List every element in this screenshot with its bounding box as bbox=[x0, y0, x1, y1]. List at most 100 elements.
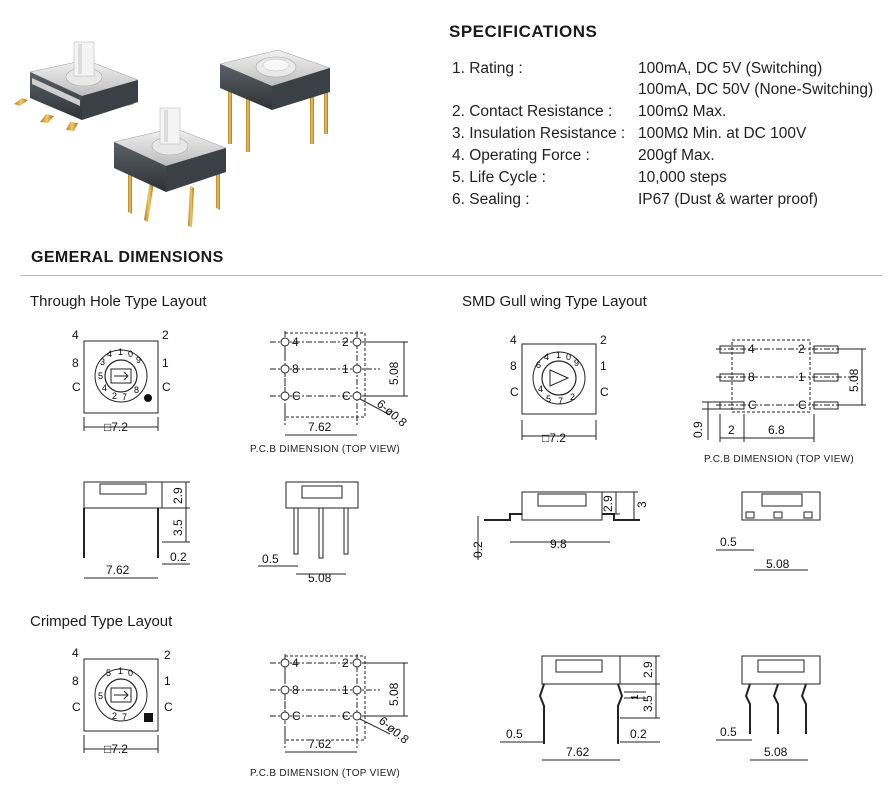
side-pin-span-label: 7.62 bbox=[106, 563, 130, 577]
side-offset-label: 0.2 bbox=[170, 550, 187, 564]
corner-label: 2 bbox=[600, 333, 607, 347]
pin-label: 2 bbox=[798, 342, 805, 356]
pcb-width-label: 7.62 bbox=[308, 420, 332, 434]
side-pin-length-label: 3.5 bbox=[641, 695, 655, 712]
polarity-dot bbox=[144, 394, 152, 402]
end-pitch-label: 5.08 bbox=[764, 745, 788, 759]
corner-label: C bbox=[510, 385, 519, 399]
dial-digit: 2 bbox=[112, 391, 117, 401]
dial-digit: 0 bbox=[128, 349, 133, 359]
spec-value-sealing: IP67 (Dust & warter proof) bbox=[638, 191, 819, 208]
side-crimp-label: 1 bbox=[630, 694, 641, 700]
corner-label: 1 bbox=[600, 359, 607, 373]
pin-label: 2 bbox=[342, 335, 349, 349]
through-hole-side-view: 2.9 3.5 7.62 0.2 bbox=[83, 481, 190, 579]
through-hole-top-view: 4 2 8 1 C C 1 0 9 4 3 5 4 2 7 8 □7.2 bbox=[72, 328, 171, 434]
dial-digit: 4 bbox=[102, 383, 107, 393]
through-hole-title: Through Hole Type Layout bbox=[30, 293, 207, 310]
specifications-title: SPECIFICATIONS bbox=[449, 22, 598, 41]
spec-label-insulation-resistance: 3. Insulation Resistance : bbox=[452, 125, 626, 142]
side-total-height-label: 3 bbox=[635, 501, 649, 508]
pcb-pad-length-label: 2 bbox=[728, 423, 735, 437]
pin-label: C bbox=[292, 389, 301, 403]
corner-label: 2 bbox=[164, 648, 171, 662]
spec-label-operating-force: 4. Operating Force : bbox=[452, 147, 590, 164]
smd-end-view: 0.5 5.08 bbox=[716, 491, 821, 571]
pin-label: 1 bbox=[342, 362, 349, 376]
corner-label: 8 bbox=[72, 356, 79, 370]
spec-value-rating: 100mA, DC 5V (Switching) bbox=[638, 60, 823, 77]
top-size-label: □7.2 bbox=[104, 742, 128, 756]
dial-digit: 4 bbox=[544, 352, 549, 362]
through-hole-pcb-view: 4 2 8 1 C C 5.08 7.62 6-ø0.8 P.C.B DIMEN… bbox=[250, 331, 410, 455]
side-length-label: 9.8 bbox=[550, 537, 567, 551]
section-divider bbox=[20, 275, 882, 276]
pcb-caption: P.C.B DIMENSION (TOP VIEW) bbox=[250, 768, 400, 779]
end-pitch-label: 5.08 bbox=[308, 571, 332, 585]
side-pin-width-label: 0.5 bbox=[506, 727, 523, 741]
dial-digit: 4 bbox=[538, 384, 543, 394]
pcb-height-label: 5.08 bbox=[847, 368, 861, 392]
through-hole-end-view: 0.5 5.08 bbox=[258, 481, 359, 585]
crimped-pcb-view: 4 2 8 1 C C 5.08 7.62 6-ø0.8 P.C.B DIMEN… bbox=[250, 654, 412, 779]
through-hole-switch-photo bbox=[219, 49, 331, 152]
side-body-height-label: 2.9 bbox=[641, 661, 655, 678]
top-size-label: □7.2 bbox=[542, 431, 566, 445]
smd-pcb-view: 4 2 8 1 C C 5.08 0.9 2 6.8 P.C.B DIMENSI… bbox=[691, 339, 866, 465]
spec-label-rating: 1. Rating : bbox=[452, 60, 523, 77]
pin-label: C bbox=[748, 398, 757, 412]
dial-digit: 5 bbox=[98, 371, 103, 381]
pcb-caption: P.C.B DIMENSION (TOP VIEW) bbox=[250, 444, 400, 455]
end-pitch-label: 5.08 bbox=[766, 557, 790, 571]
end-pin-width-label: 0.5 bbox=[720, 535, 737, 549]
corner-label: C bbox=[72, 700, 81, 714]
dial-digit: 1 bbox=[556, 350, 561, 360]
pcb-holes-label: 6-ø0.8 bbox=[374, 397, 410, 430]
corner-label: 8 bbox=[72, 674, 79, 688]
pin-label: 2 bbox=[342, 656, 349, 670]
spec-value-operating-force: 200gf Max. bbox=[638, 147, 715, 164]
product-photo bbox=[14, 41, 331, 227]
spec-label-contact-resistance: 2. Contact Resistance : bbox=[452, 103, 613, 120]
corner-label: C bbox=[72, 380, 81, 394]
pcb-width-label: 7.62 bbox=[308, 737, 332, 751]
pin-label: 1 bbox=[342, 683, 349, 697]
corner-label: 4 bbox=[72, 646, 79, 660]
crimped-switch-photo bbox=[113, 107, 227, 227]
pcb-width-label: 6.8 bbox=[768, 423, 785, 437]
polarity-mark bbox=[144, 713, 153, 722]
dial-digit: 6 bbox=[536, 360, 541, 370]
corner-label: C bbox=[164, 700, 173, 714]
pin-label: C bbox=[798, 398, 807, 412]
pin-label: 8 bbox=[292, 683, 299, 697]
dial-digit: 7 bbox=[558, 396, 563, 406]
corner-label: C bbox=[162, 380, 171, 394]
pcb-height-label: 5.08 bbox=[387, 361, 401, 385]
dial-digit: 5 bbox=[106, 668, 111, 678]
pin-label: 4 bbox=[292, 335, 299, 349]
dial-digit: 9 bbox=[574, 358, 579, 368]
pcb-pad-height-label: 0.9 bbox=[691, 421, 705, 438]
spec-value-rating-2: 100mA, DC 50V (None-Switching) bbox=[638, 81, 874, 98]
side-pin-length-label: 3.5 bbox=[171, 519, 185, 536]
dial-digit: 5 bbox=[98, 691, 103, 701]
dial-digit: 7 bbox=[122, 392, 127, 402]
dial-digit: 0 bbox=[566, 352, 571, 362]
dial-digit: 2 bbox=[112, 711, 117, 721]
dial-digit: 3 bbox=[100, 357, 105, 367]
dial-digit: 8 bbox=[134, 385, 139, 395]
spec-value-contact-resistance: 100mΩ Max. bbox=[638, 103, 727, 120]
side-body-height-label: 2.9 bbox=[171, 487, 185, 504]
dial-digit: 0 bbox=[128, 668, 133, 678]
spec-label-sealing: 6. Sealing : bbox=[452, 191, 530, 208]
corner-label: 8 bbox=[510, 359, 517, 373]
pin-label: C bbox=[342, 389, 351, 403]
smd-side-view: 2.9 3 9.8 0.2 bbox=[471, 491, 649, 560]
smd-switch-photo bbox=[14, 41, 139, 131]
end-pin-width-label: 0.5 bbox=[262, 552, 279, 566]
dial-digit: 9 bbox=[136, 355, 141, 365]
pin-label: 8 bbox=[748, 370, 755, 384]
end-pin-width-label: 0.5 bbox=[720, 725, 737, 739]
dial-digit: 1 bbox=[118, 666, 123, 676]
smd-title: SMD Gull wing Type Layout bbox=[462, 293, 647, 310]
